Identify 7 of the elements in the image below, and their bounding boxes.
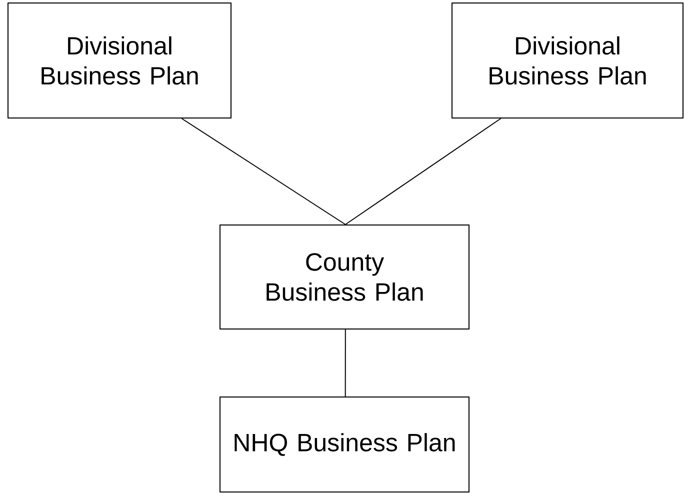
connector-line <box>344 329 346 397</box>
process-box: Divisional Business Plan <box>452 2 684 118</box>
process-box: County Business Plan <box>220 224 470 330</box>
connector-line <box>344 118 502 225</box>
connector-line <box>181 118 346 225</box>
process-box: NHQ Business Plan <box>220 396 470 492</box>
process-box: Divisional Business Plan <box>8 2 232 118</box>
